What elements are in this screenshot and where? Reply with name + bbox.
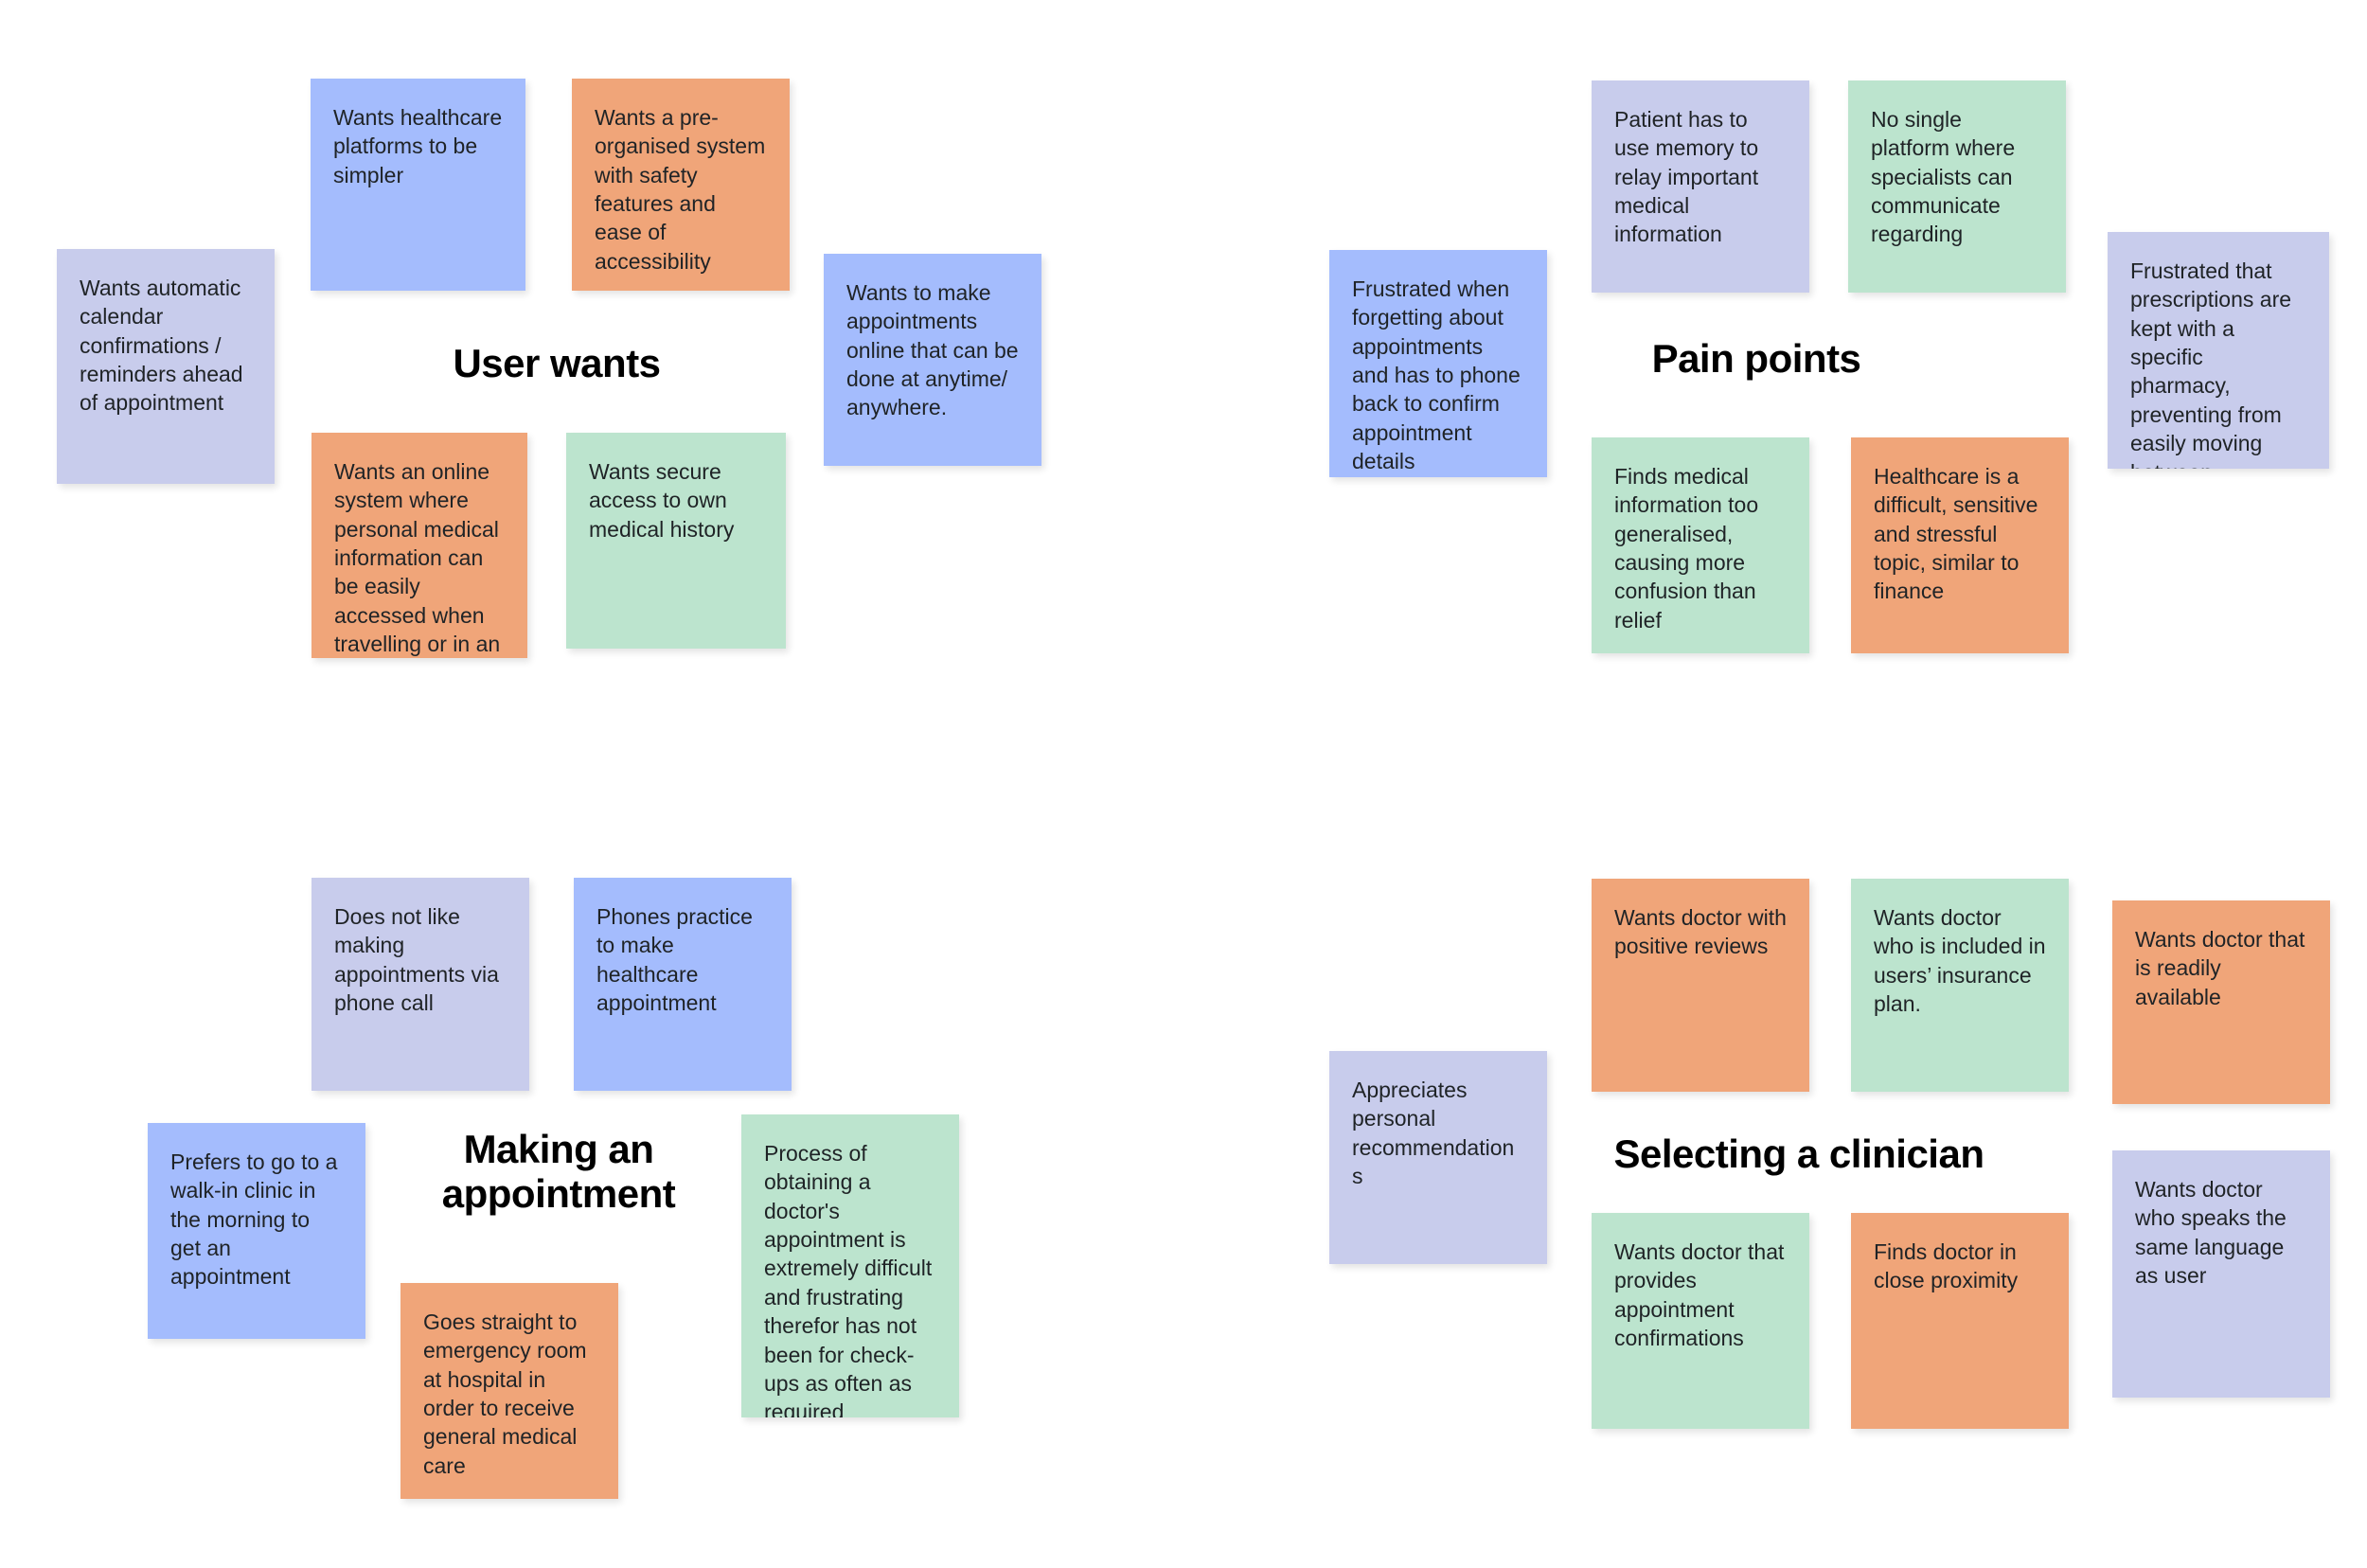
sticky-note-pp-forgetting-appointments[interactable]: Frustrated when forgetting about appoint… xyxy=(1329,250,1547,477)
sticky-note-text: Wants doctor who speaks the same languag… xyxy=(2135,1177,2293,1289)
sticky-note-ma-walk-in-clinic[interactable]: Prefers to go to a walk-in clinic in the… xyxy=(148,1123,365,1339)
sticky-note-text: Wants a pre-organised system with safety… xyxy=(595,105,772,274)
sticky-note-text: Finds doctor in close proximity xyxy=(1874,1239,2023,1293)
sticky-note-text: Does not like making appointments via ph… xyxy=(334,904,506,1016)
sticky-note-text: Wants to make appointments online that c… xyxy=(846,280,1024,420)
sticky-note-text: Phones practice to make healthcare appoi… xyxy=(596,904,759,1016)
cluster-title-making-an-appointment: Making an appointment xyxy=(441,1127,676,1217)
sticky-note-text: Wants healthcare platforms to be simpler xyxy=(333,105,508,187)
sticky-note-ma-difficult-process[interactable]: Process of obtaining a doctor's appointm… xyxy=(741,1114,959,1417)
sticky-note-pp-no-single-platform[interactable]: No single platform where specialists can… xyxy=(1848,80,2066,293)
sticky-note-text: Prefers to go to a walk-in clinic in the… xyxy=(170,1149,344,1290)
sticky-note-uw-pre-organised-system[interactable]: Wants a pre-organised system with safety… xyxy=(572,79,790,291)
sticky-note-sc-readily-available[interactable]: Wants doctor that is readily available xyxy=(2112,900,2330,1104)
sticky-note-text: Wants an online system where personal me… xyxy=(334,459,501,657)
sticky-note-uw-online-medical-records[interactable]: Wants an online system where personal me… xyxy=(311,433,527,658)
sticky-note-text: Frustrated that prescriptions are kept w… xyxy=(2130,258,2292,469)
sticky-note-pp-generalised-information[interactable]: Finds medical information too generalise… xyxy=(1592,437,1809,653)
sticky-note-sc-positive-reviews[interactable]: Wants doctor with positive reviews xyxy=(1592,879,1809,1092)
sticky-note-uw-secure-history-access[interactable]: Wants secure access to own medical histo… xyxy=(566,433,786,649)
sticky-note-text: Process of obtaining a doctor's appointm… xyxy=(764,1141,938,1417)
sticky-note-sc-appointment-confirmations[interactable]: Wants doctor that provides appointment c… xyxy=(1592,1213,1809,1429)
sticky-note-uw-online-appointments[interactable]: Wants to make appointments online that c… xyxy=(824,254,1041,466)
sticky-note-text: Wants doctor who is included in users’ i… xyxy=(1874,905,2052,1017)
sticky-note-sc-close-proximity[interactable]: Finds doctor in close proximity xyxy=(1851,1213,2069,1429)
cluster-title-pain-points: Pain points xyxy=(1651,336,1861,381)
sticky-note-ma-dislikes-phone[interactable]: Does not like making appointments via ph… xyxy=(311,878,529,1091)
cluster-title-user-wants: User wants xyxy=(453,341,661,385)
sticky-note-text: Wants doctor that provides appointment c… xyxy=(1614,1239,1790,1351)
sticky-note-text: Healthcare is a difficult, sensitive and… xyxy=(1874,464,2044,604)
sticky-note-text: No single platform where specialists can… xyxy=(1871,107,2021,247)
sticky-note-text: Wants doctor that is readily available xyxy=(2135,927,2311,1009)
sticky-note-text: Finds medical information too generalise… xyxy=(1614,464,1765,633)
sticky-note-text: Patient has to use memory to relay impor… xyxy=(1614,107,1765,247)
sticky-note-pp-memory-relay[interactable]: Patient has to use memory to relay impor… xyxy=(1592,80,1809,293)
sticky-note-sc-personal-recommendations[interactable]: Appreciates personal recommendations xyxy=(1329,1051,1547,1264)
sticky-note-uw-calendar-confirmations[interactable]: Wants automatic calendar confirmations /… xyxy=(57,249,275,484)
sticky-note-text: Wants automatic calendar confirmations /… xyxy=(80,276,249,416)
sticky-note-text: Goes straight to emergency room at hospi… xyxy=(423,1310,593,1478)
sticky-note-sc-same-language[interactable]: Wants doctor who speaks the same languag… xyxy=(2112,1150,2330,1398)
sticky-note-text: Appreciates personal recommendations xyxy=(1352,1078,1515,1189)
sticky-note-text: Frustrated when forgetting about appoint… xyxy=(1352,276,1527,474)
sticky-note-ma-emergency-room[interactable]: Goes straight to emergency room at hospi… xyxy=(400,1283,618,1499)
sticky-note-pp-difficult-topic[interactable]: Healthcare is a difficult, sensitive and… xyxy=(1851,437,2069,653)
sticky-note-text: Wants secure access to own medical histo… xyxy=(589,459,735,542)
sticky-note-pp-prescriptions-pharmacy[interactable]: Frustrated that prescriptions are kept w… xyxy=(2108,232,2329,469)
sticky-note-ma-phones-practice[interactable]: Phones practice to make healthcare appoi… xyxy=(574,878,792,1091)
cluster-title-selecting-a-clinician: Selecting a clinician xyxy=(1613,1131,1984,1176)
sticky-note-uw-platforms-simpler[interactable]: Wants healthcare platforms to be simpler xyxy=(311,79,525,291)
sticky-note-text: Wants doctor with positive reviews xyxy=(1614,905,1793,959)
sticky-note-sc-insurance-plan[interactable]: Wants doctor who is included in users’ i… xyxy=(1851,879,2069,1092)
